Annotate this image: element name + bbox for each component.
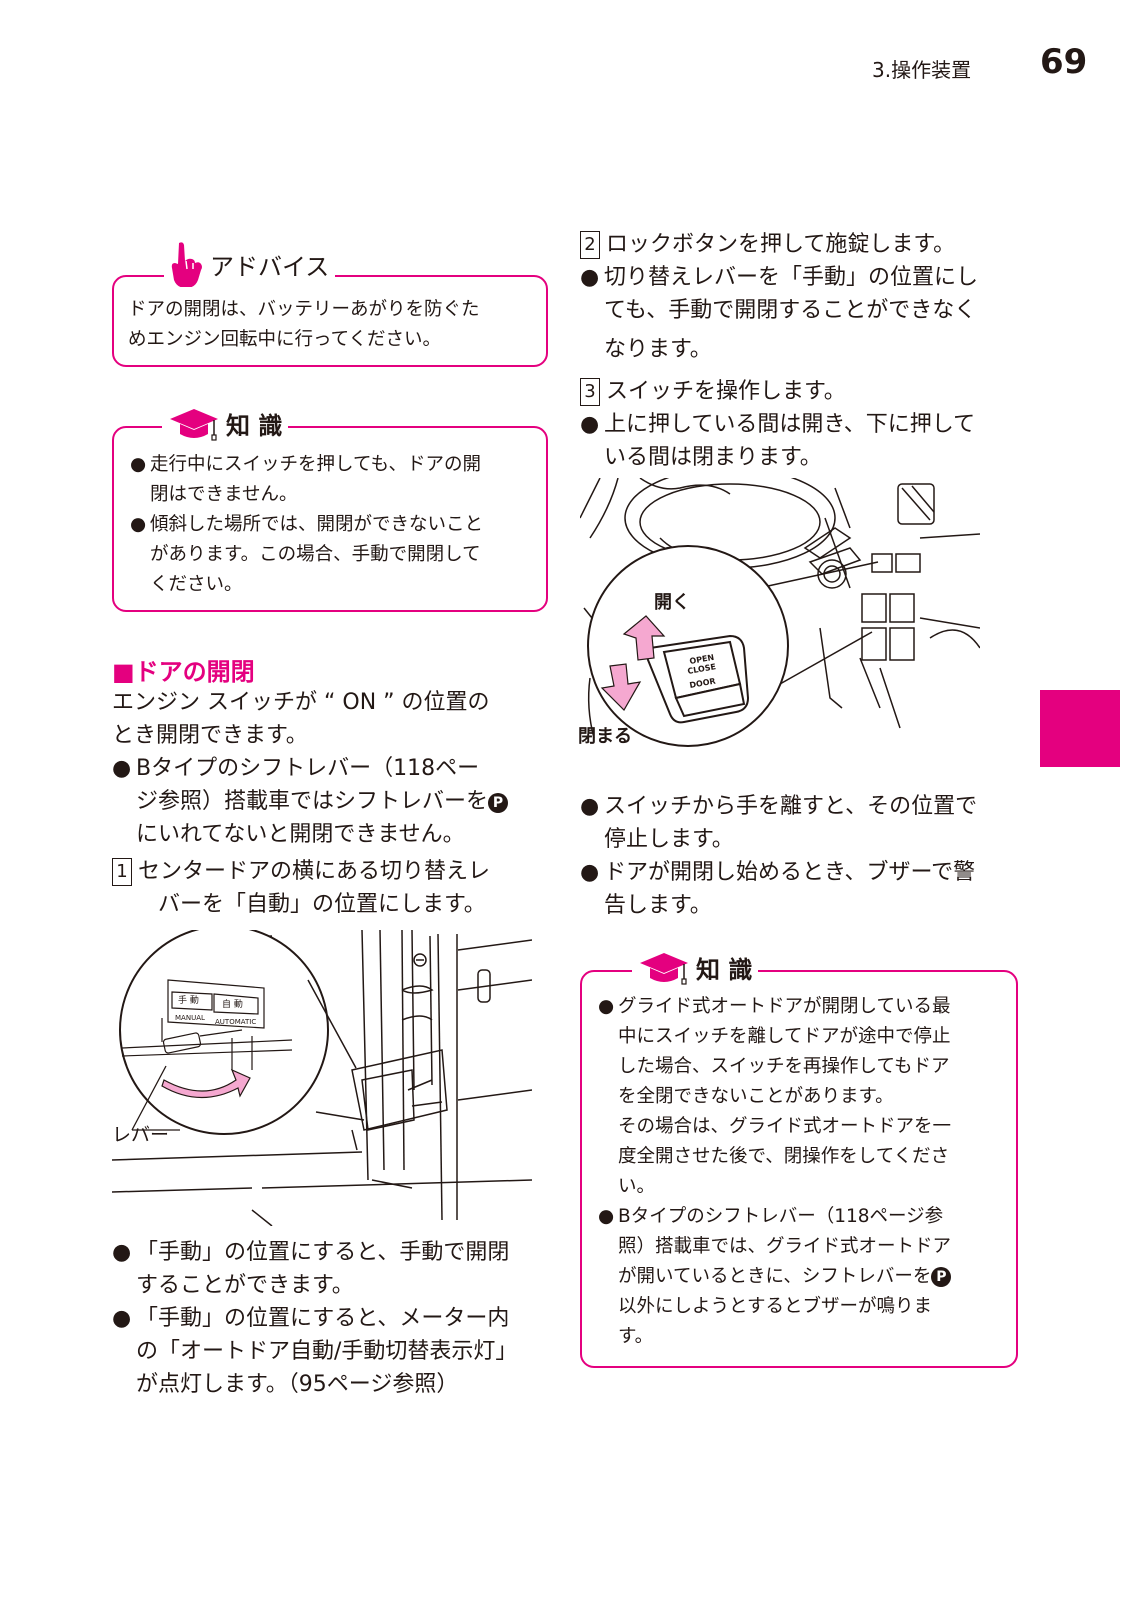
park-p-icon: P	[931, 1267, 952, 1287]
intro-line: とき開閉できます。	[112, 723, 308, 748]
page-number: 69	[1040, 42, 1088, 82]
auto-label-jp: 自 動	[222, 998, 243, 1010]
step-1: 1 センタードアの横にある切り替えレバーを「自動」の位置にします。	[112, 855, 552, 921]
down-arrow-icon	[600, 663, 642, 711]
lever-drawing: 手 動 MANUAL 自 動 AUTOMATIC	[111, 925, 533, 1227]
bullet: ●	[130, 514, 147, 535]
switch-open-label: OPEN	[689, 653, 715, 666]
advice-line: ドアの開閉は、バッテリーあがりを防ぐた	[128, 299, 480, 320]
knowledge-title-text: 知 識	[696, 956, 753, 984]
manual-label-en: MANUAL	[175, 1014, 205, 1022]
graduation-cap-icon	[640, 952, 688, 985]
bullet: ●	[598, 996, 615, 1017]
knowledge-item: ● 傾斜した場所では、開閉ができないことがあります。この場合、手動で開閉してくだ…	[130, 510, 536, 600]
bullet-item: ● スイッチから手を離すと、その位置で停止します。	[580, 790, 1030, 856]
bullet-item: ● 「手動」の位置にすると、手動で開閉することができます。	[112, 1236, 552, 1302]
bullet-item: ● 切り替えレバーを「手動」の位置にしても、手動で開閉することができなくなります…	[580, 261, 1030, 373]
park-p-icon: P	[488, 793, 509, 813]
section-title: 3.操作装置	[872, 58, 972, 82]
bullet-item: ● 「手動」の位置にすると、メーター内の「オートドア自動/手動切替表示灯」が点灯…	[112, 1302, 552, 1401]
door-section-text: エンジン スイッチが “ ON ” の位置の とき開閉できます。 ● Bタイプの…	[112, 686, 552, 921]
bullet: ●	[580, 412, 600, 437]
bullet: ●	[580, 265, 600, 290]
right-column-steps: 2 ロックボタンを押して施錠します。 ● 切り替えレバーを「手動」の位置にしても…	[580, 228, 1030, 474]
up-arrow-icon	[622, 615, 666, 661]
bullet-item: ● 上に押している間は開き、下に押している間は閉まります。	[580, 408, 1030, 474]
lever-illustration: 手 動 MANUAL 自 動 AUTOMATIC レバー	[111, 925, 533, 1227]
step-2: 2 ロックボタンを押して施錠します。	[580, 228, 1030, 261]
step-3: 3 スイッチを操作します。	[580, 375, 1030, 408]
chapter-tab	[1040, 690, 1120, 767]
auto-label-en: AUTOMATIC	[215, 1018, 256, 1026]
door-switch-illustration: OPEN CLOSE DOOR 開く 閉まる	[578, 467, 981, 754]
knowledge-item: ● グライド式オートドアが開閉している最 中にスイッチを離してドアが途中で停止 …	[598, 992, 1008, 1202]
pointing-hand-icon	[171, 242, 202, 287]
lever-notes: ● 「手動」の位置にすると、手動で開閉することができます。 ● 「手動」の位置に…	[112, 1236, 552, 1401]
open-label: 開く	[654, 592, 690, 613]
dashboard-drawing: OPEN CLOSE DOOR	[579, 467, 981, 747]
advice-title: アドバイス	[164, 241, 336, 287]
close-label: 閉まる	[578, 726, 632, 747]
intro-line: エンジン スイッチが “ ON ” の位置の	[112, 690, 490, 715]
advice-title-text: アドバイス	[210, 252, 330, 281]
graduation-cap-icon	[170, 408, 218, 441]
knowledge-box-2: 知 識 ● グライド式オートドアが開閉している最 中にスイッチを離してドアが途中…	[580, 950, 1018, 1368]
knowledge-item: ● 走行中にスイッチを押しても、ドアの開閉はできません。	[130, 450, 536, 510]
advice-line: めエンジン回転中に行ってください。	[128, 329, 442, 350]
step-number: 2	[580, 231, 600, 259]
bullet: ●	[130, 454, 147, 475]
manual-label-jp: 手 動	[178, 994, 199, 1006]
knowledge-box-1: 知 識 ● 走行中にスイッチを押しても、ドアの開閉はできません。 ● 傾斜した場…	[112, 406, 548, 612]
bullet: ●	[112, 1306, 132, 1331]
bullet: ●	[580, 794, 600, 819]
switch-notes: ● スイッチから手を離すと、その位置で停止します。 ● ドアが開閉し始めるとき、…	[580, 790, 1030, 922]
step-number: 1	[112, 858, 132, 886]
rotation-arrow-icon	[161, 1068, 251, 1099]
knowledge-title-text: 知 識	[226, 412, 283, 440]
section-heading: ■ドアの開閉	[112, 658, 255, 686]
bullet: ●	[112, 756, 132, 781]
step-number: 3	[580, 378, 600, 406]
bullet: ●	[580, 860, 600, 885]
bullet-item: ● ドアが開閉し始めるとき、ブザーで警告します。	[580, 856, 1030, 922]
knowledge-title: 知 識	[632, 950, 759, 985]
bullet: ●	[598, 1206, 615, 1227]
advice-box: アドバイス ドアの開閉は、バッテリーあがりを防ぐた めエンジン回転中に行ってくだ…	[112, 241, 548, 367]
knowledge-title: 知 識	[162, 406, 289, 441]
lever-label: レバー	[112, 1124, 170, 1146]
bullet: ●	[112, 1240, 132, 1265]
knowledge-item: ● Bタイプのシフトレバー（118ページ参 照）搭載車では、グライド式オートドア…	[598, 1202, 1008, 1352]
